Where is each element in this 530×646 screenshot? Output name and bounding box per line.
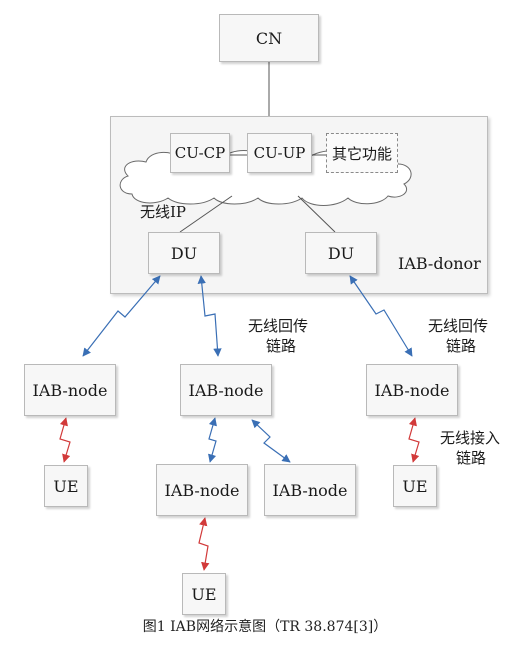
iab-node-middle: IAB-node [180, 364, 272, 416]
access-label-line1: 无线接入 [440, 429, 501, 447]
cu-cp-node: CU-CP [170, 133, 230, 173]
backhaul-link-middle [197, 275, 222, 357]
other-functions-node: 其它功能 [326, 133, 398, 173]
figure-caption: 图1 IAB网络示意图（TR 38.874[3]） [142, 619, 388, 635]
backhaul-label-1-line2: 链路 [266, 337, 297, 355]
iab-donor-label: IAB-donor [398, 254, 481, 273]
backhaul-link-lower-right [251, 419, 291, 463]
backhaul-label-2-line2: 链路 [446, 337, 477, 355]
backhaul-link-lower-left [208, 417, 217, 463]
cu-up-node: CU-UP [247, 133, 312, 173]
iab-node-lower-left: IAB-node [156, 464, 248, 516]
access-link-right [408, 417, 420, 463]
backhaul-link-left [82, 275, 161, 357]
access-link-left [59, 417, 71, 463]
iab-node-right: IAB-node [366, 364, 458, 416]
backhaul-label-2-line1: 无线回传 [428, 317, 489, 335]
iab-node-left: IAB-node [24, 364, 116, 416]
cn-node: CN [219, 14, 319, 62]
ip-to-du-right [297, 195, 336, 233]
backhaul-link-right [349, 275, 413, 357]
iab-node-lower-right: IAB-node [264, 464, 356, 516]
ue-bottom: UE [182, 573, 226, 615]
ue-left: UE [44, 465, 88, 507]
ue-right: UE [393, 465, 437, 507]
access-label-line2: 链路 [456, 449, 487, 467]
ip-to-du-left [179, 195, 233, 233]
du-right-node: DU [305, 232, 377, 274]
backhaul-label-1-line1: 无线回传 [248, 317, 309, 335]
du-left-node: DU [148, 232, 220, 274]
wireless-ip-label: 无线IP [140, 203, 187, 221]
access-link-middle [198, 517, 210, 571]
